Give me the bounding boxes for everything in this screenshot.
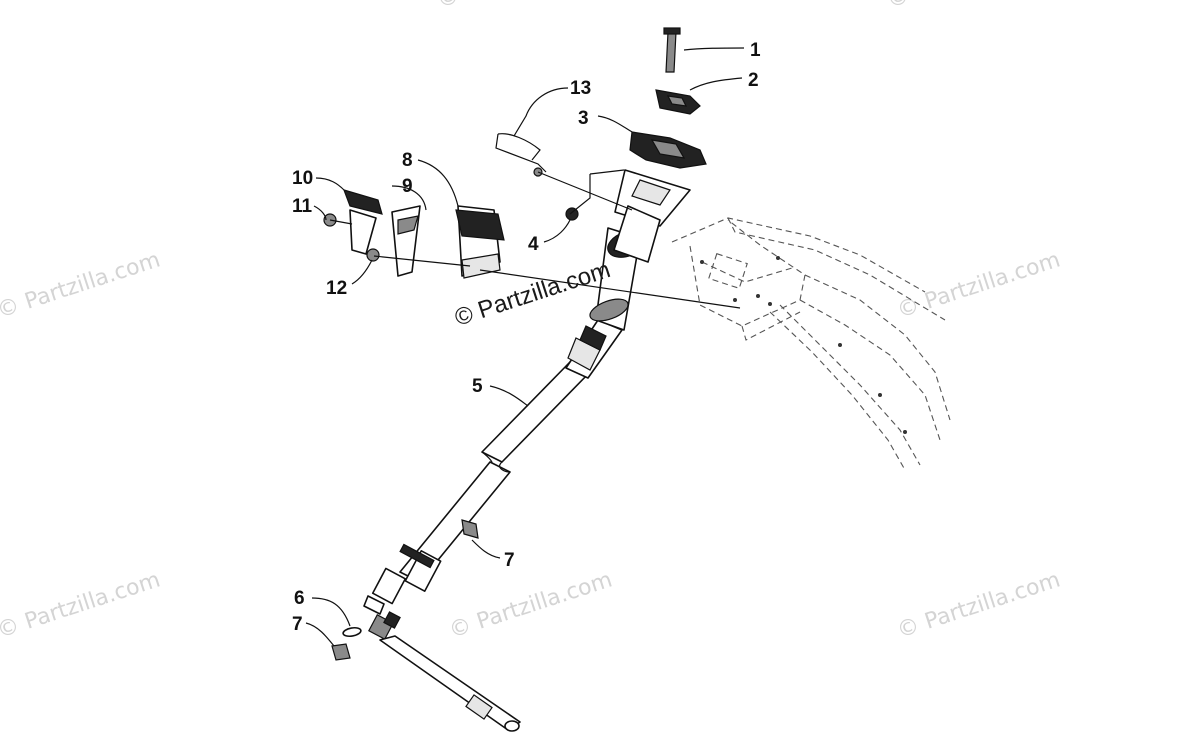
watermark-top-edge-left: © Partzilla.com — [434, 0, 603, 14]
frame-hole — [768, 302, 772, 306]
frame-hole — [878, 393, 882, 397]
watermark-bottom-center: © Partzilla.com — [446, 567, 615, 643]
watermark-top-edge-right: © Partzilla.com — [884, 0, 1053, 14]
frame-hole — [838, 343, 842, 347]
callout-7-lower: 7 — [292, 614, 303, 635]
watermark-bottom-right: © Partzilla.com — [894, 567, 1063, 643]
watermark-layer: © Partzilla.com © Partzilla.com © Partzi… — [0, 0, 1063, 644]
frame-hole — [756, 294, 760, 298]
vehicle-frame — [671, 217, 951, 471]
callout-5: 5 — [472, 376, 483, 397]
callout-2: 2 — [748, 70, 759, 91]
leader-lines — [305, 47, 745, 647]
callout-8: 8 — [402, 150, 413, 171]
callout-9: 9 — [402, 176, 413, 197]
handlebar-clamps — [565, 27, 707, 221]
callout-labels: 1 2 3 4 5 6 7 7 8 9 10 11 12 13 — [292, 40, 761, 635]
watermark-top-left: © Partzilla.com — [0, 247, 163, 323]
callout-12: 12 — [326, 278, 347, 299]
bolt-12 — [366, 248, 380, 262]
callout-6: 6 — [294, 588, 305, 609]
watermark-bottom-left: © Partzilla.com — [0, 567, 163, 643]
frame-hole — [903, 430, 907, 434]
callout-4: 4 — [528, 234, 539, 255]
frame-hole — [776, 256, 780, 260]
frame-hole — [700, 260, 704, 264]
callout-7-upper: 7 — [504, 550, 515, 571]
callout-10: 10 — [292, 168, 313, 189]
callout-3: 3 — [578, 108, 589, 129]
frame-hole — [733, 298, 737, 302]
callout-13: 13 — [570, 78, 591, 99]
callout-1: 1 — [750, 40, 761, 61]
watermark-top-right: © Partzilla.com — [894, 247, 1063, 323]
nut-4 — [565, 207, 579, 221]
cover-brackets — [323, 133, 547, 279]
callout-11: 11 — [292, 196, 313, 217]
steering-shaft — [331, 169, 691, 732]
